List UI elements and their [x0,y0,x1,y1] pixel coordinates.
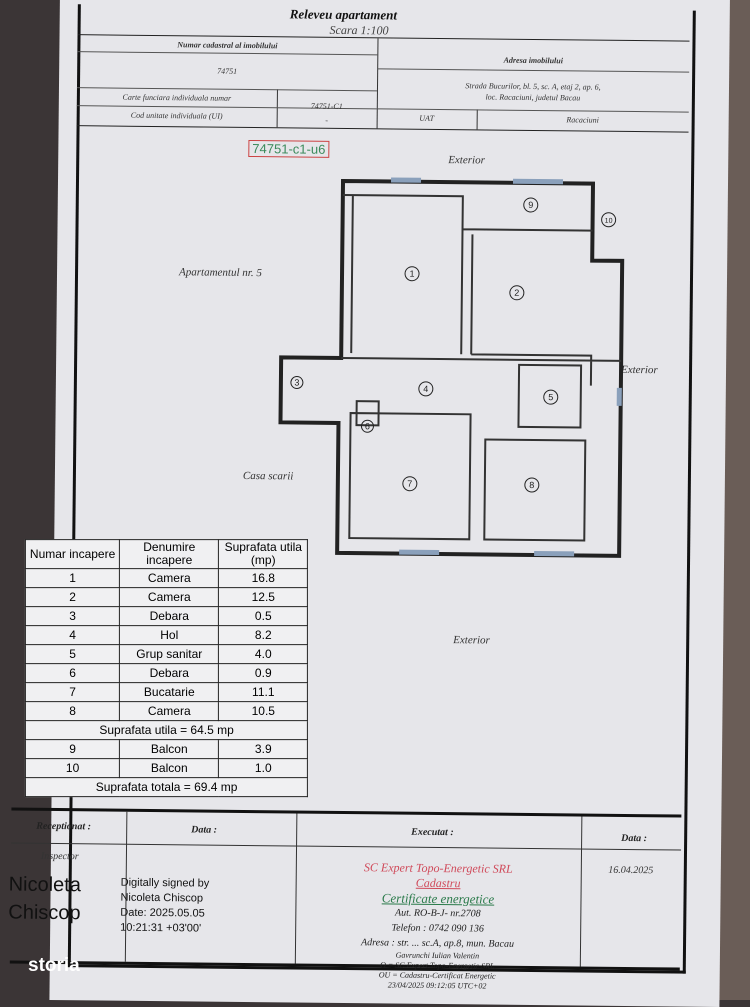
table-cell: 16.8 [218,568,308,588]
sig-line: Date: 2025.05.05 [120,906,205,920]
table-cell: 4.0 [218,644,308,664]
table-cell: Balcon [119,758,219,778]
table-cell: 8 [25,701,120,721]
table-cell: 9 [25,739,120,759]
room-number: 10 [605,218,613,225]
address-line2: loc. Racaciuni, judetul Bacau [485,92,581,103]
cui-label: Cod unitate individuala (UI) [130,110,223,121]
neighbor-label: Apartamentul nr. 5 [178,266,262,280]
col-header: Suprafata utila (mp) [218,539,308,569]
room-number: 7 [407,479,412,489]
footer-table: Receptionat : Data : Executat : Data : I… [8,807,682,991]
address-label: Adresa imobilului [503,55,564,66]
room-number: 4 [423,384,428,394]
table-cell: 4 [25,625,120,645]
table-cell: 7 [25,682,120,702]
table-cell: 3 [25,606,120,626]
table-cell: Balcon [119,739,219,759]
address-line1: Strada Bucurilor, bl. 5, sc. A, etaj 2, … [465,81,601,92]
header-table: Numar cadastral al imobilului 74751 Cart… [76,34,690,133]
exterior-bottom-label: Exterior [453,634,490,647]
cf-value: 74751-C1 [310,101,343,111]
total-row: Suprafata utila = 64.5 mp [25,720,308,740]
table-cell: 1 [25,568,120,588]
table-cell: Debara [119,606,219,626]
table-cell: Hol [119,625,219,645]
inspector-label: Inspector [40,850,79,863]
table-cell: Grup sanitar [119,644,219,664]
room-number: 6 [365,421,370,431]
table-cell: 0.5 [218,606,308,626]
room-7-walls [348,412,472,541]
table-cell: 12.5 [218,587,308,607]
table-cell: Camera [119,587,219,607]
interior-walls [341,193,622,386]
date-label: Data : [191,824,218,836]
total-cell: Suprafata utila = 64.5 mp [25,720,308,740]
table-cell: 10.5 [218,701,308,721]
table-cell: 1.0 [218,758,308,778]
storia-watermark: storia [28,955,80,976]
sig-line: Nicoleta Chiscop [120,891,204,905]
executed-label: Executat : [411,826,454,839]
room-6-walls [355,400,380,427]
signer-name: Nicoleta Chiscop [8,873,82,925]
table-cell: 5 [25,644,120,664]
floor-plan: 1 2 3 4 5 6 7 8 9 10 [278,177,625,558]
room-number: 3 [294,377,299,387]
table-cell: Camera [119,701,219,721]
cf-label: Carte funciara individuala numar [122,92,232,103]
sig-line: 10:21:31 +03'00' [120,921,202,935]
document-title: Releveu apartament [289,6,398,23]
room-number: 9 [528,200,533,210]
table-cell: Camera [119,568,219,588]
room-number: 5 [548,392,553,402]
table-cell: 6 [25,663,120,683]
room-number: 2 [514,288,519,298]
room-number: 1 [409,269,414,279]
sig-line: Digitally signed by [120,876,210,890]
date2-label: Data : [621,832,648,845]
uat-value: Racaciuni [566,115,599,125]
apartment-outer-wall [278,178,625,558]
exec-date: 16.04.2025 [608,864,654,877]
table-cell: Debara [119,663,219,683]
table-cell: 11.1 [218,682,308,702]
total-row: Suprafata totala = 69.4 mp [25,777,308,797]
total-cell: Suprafata totala = 69.4 mp [25,777,308,797]
col-header: Numar incapere [25,539,120,569]
cui-value: - [325,115,329,125]
document-page: Releveu apartament Scara 1:100 Numar cad… [8,0,730,1007]
room-8-walls [483,438,587,542]
table-cell: 0.9 [218,663,308,683]
cadastral-value: 74751 [217,66,238,76]
room-number: 8 [529,480,534,490]
table-cell: 8.2 [218,625,308,645]
table-cell: 2 [25,587,120,607]
uat-label: UAT [419,113,435,123]
cadastral-label: Numar cadastral al imobilului [177,40,278,51]
table-cell: 3.9 [218,739,308,759]
received-label: Receptionat : [36,820,92,833]
room-5-walls [517,363,583,429]
table-cell: Bucatarie [119,682,219,702]
company-sig-line: 23/04/2025 09:12:05 UTC+02 [387,980,487,991]
table-cell: 10 [25,758,120,778]
col-header: Denumire incapere [119,539,219,569]
